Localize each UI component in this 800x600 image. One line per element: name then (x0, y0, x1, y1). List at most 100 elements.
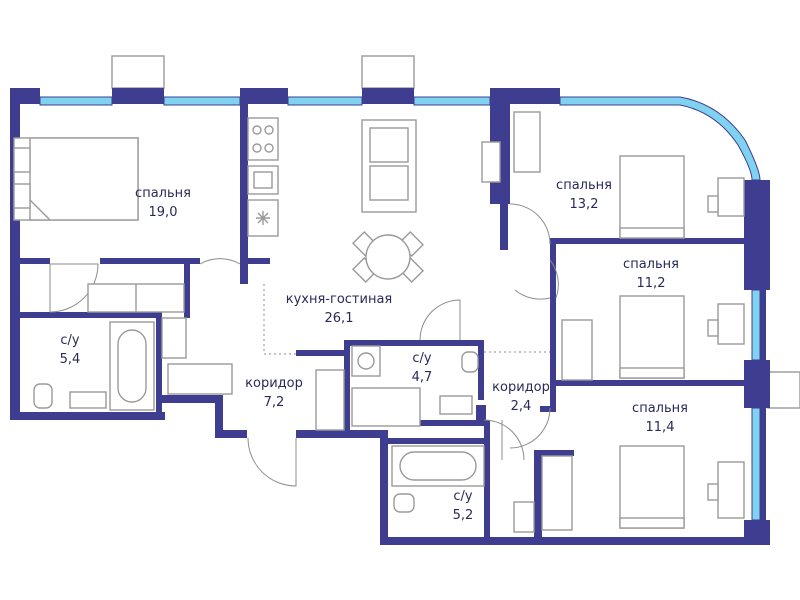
room-area-bedroom-3: 11,2 (637, 276, 666, 291)
wall (160, 395, 220, 403)
desk (717, 177, 745, 217)
room-name-corridor-2: коридор (492, 380, 550, 395)
room-area-corridor-1: 7,2 (264, 395, 285, 410)
wall (184, 258, 190, 318)
wardrobe (167, 363, 233, 395)
desk (717, 461, 745, 519)
wall (362, 88, 414, 104)
zone-divider (263, 284, 296, 355)
wall (10, 412, 165, 420)
blanket-fold (29, 199, 51, 221)
wardrobe (541, 455, 573, 531)
desk (717, 303, 745, 345)
wall (10, 312, 160, 318)
wall (380, 430, 388, 545)
wall (760, 408, 766, 520)
shower-tray (351, 387, 421, 427)
chair (707, 319, 719, 337)
shelf (161, 317, 187, 359)
bed-mattress (29, 137, 139, 221)
room-area-corridor-2: 2,4 (511, 399, 532, 414)
wall (156, 312, 162, 412)
window-bay-3 (767, 371, 800, 409)
wall (344, 340, 350, 430)
sink (513, 501, 535, 533)
sink (439, 395, 473, 415)
wall (100, 258, 200, 264)
walls (10, 88, 770, 545)
window (751, 289, 761, 361)
wall (10, 88, 20, 420)
window (163, 96, 241, 106)
room-area-bathroom-2: 4,7 (412, 370, 433, 385)
wardrobe (513, 111, 541, 173)
bed (619, 155, 685, 239)
wall (556, 380, 746, 386)
wall (500, 110, 508, 250)
toilet (33, 383, 53, 409)
room-name-bathroom-3: с/у (453, 489, 473, 504)
room-name-bedroom-1: спальня (135, 186, 191, 201)
door-arc (419, 299, 461, 341)
room-labels: спальня 19,0 спальня 13,2 спальня 11,2 с… (60, 178, 688, 523)
room-area-bedroom-4: 11,4 (646, 420, 675, 435)
bathtub-basin (399, 451, 477, 481)
sink (69, 391, 107, 409)
wall (344, 340, 484, 346)
door-arc (49, 263, 99, 313)
door-arc (509, 407, 551, 449)
room-name-corridor-1: коридор (245, 376, 303, 391)
toilet (393, 493, 415, 513)
wall (744, 180, 770, 290)
room-area-bedroom-2: 13,2 (570, 197, 599, 212)
room-name-bedroom-3: спальня (623, 257, 679, 272)
door-arc (509, 203, 551, 245)
window (287, 96, 363, 106)
wall (534, 450, 542, 540)
window-bays (111, 55, 800, 409)
pillow (13, 147, 31, 173)
window (413, 96, 491, 106)
cooktop (247, 117, 279, 161)
wall (760, 290, 766, 360)
wall (296, 430, 386, 438)
wall (112, 88, 164, 104)
doors (49, 203, 559, 487)
window-bay-1 (111, 55, 165, 89)
wall (420, 420, 486, 426)
room-area-bathroom-1: 5,4 (60, 352, 81, 367)
wall (490, 88, 560, 104)
pillow (13, 183, 31, 209)
wall (478, 340, 484, 400)
wall (484, 420, 490, 540)
window (751, 407, 761, 521)
wall (534, 450, 574, 456)
chair (707, 483, 719, 501)
wall (296, 350, 346, 356)
wall (550, 238, 556, 298)
window-bay-2 (361, 55, 415, 89)
door-arc (247, 437, 297, 487)
wall (240, 88, 288, 104)
wall (215, 395, 223, 435)
wall (388, 438, 488, 444)
room-name-kitchen-living: кухня-гостиная (286, 292, 393, 307)
wall (550, 386, 556, 406)
door-arc (199, 258, 241, 265)
washing-machine (351, 345, 381, 377)
door-arc (483, 419, 525, 461)
room-name-bedroom-4: спальня (632, 401, 688, 416)
room-area-kitchen-living: 26,1 (325, 311, 354, 326)
bed (619, 445, 685, 529)
wall (540, 406, 556, 412)
room-name-bathroom-2: с/у (412, 351, 432, 366)
furniture (13, 111, 745, 533)
room-area-bathroom-3: 5,2 (453, 508, 474, 523)
dining-table (365, 234, 411, 280)
wardrobe (561, 319, 593, 381)
chair (707, 195, 719, 213)
window (39, 96, 113, 106)
wall (476, 405, 486, 425)
wardrobe (315, 369, 345, 431)
